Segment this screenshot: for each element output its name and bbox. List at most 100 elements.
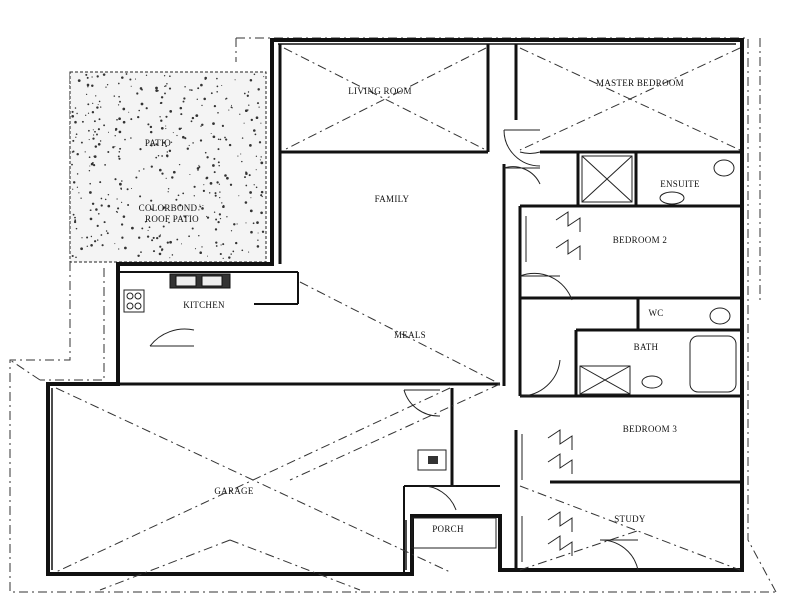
stipple-dot: [217, 161, 220, 164]
stipple-dot: [212, 164, 215, 167]
stipple-dot: [149, 125, 153, 129]
stipple-dot: [134, 78, 137, 80]
stipple-dot: [202, 204, 204, 207]
stipple-dot: [160, 126, 164, 130]
stipple-dot: [117, 155, 120, 158]
stipple-dot: [203, 184, 205, 186]
stipple-dot: [257, 88, 260, 91]
stipple-dot: [193, 195, 195, 197]
stipple-dot: [229, 183, 233, 186]
stipple-dot: [176, 238, 179, 241]
stipple-dot: [85, 93, 88, 96]
stipple-dot: [199, 251, 202, 254]
stipple-dot: [90, 162, 94, 166]
label-study: STUDY: [614, 514, 646, 524]
stipple-dot: [71, 110, 74, 113]
stipple-dot: [88, 139, 90, 141]
stipple-dot: [71, 151, 74, 153]
stipple-dot: [94, 130, 96, 133]
stipple-dot: [167, 191, 169, 193]
stipple-dot: [232, 250, 235, 253]
stipple-dot: [127, 204, 130, 206]
stipple-dot: [114, 145, 116, 148]
stipple-dot: [182, 100, 185, 103]
stipple-dot: [141, 88, 143, 91]
stipple-dot: [85, 114, 87, 116]
stipple-dot: [130, 187, 133, 190]
stipple-dot: [105, 230, 108, 232]
stipple-dot: [90, 244, 93, 247]
stipple-dot: [89, 191, 92, 194]
stipple-dot: [169, 110, 173, 113]
stipple-dot: [115, 210, 118, 213]
stipple-dot: [212, 135, 216, 139]
stipple-dot: [178, 127, 182, 131]
stipple-dot: [202, 189, 206, 193]
stipple-dot: [201, 123, 204, 127]
stipple-dot: [98, 118, 101, 121]
stipple-dot: [235, 241, 238, 245]
stipple-dot: [160, 119, 163, 122]
stipple-dot: [75, 133, 78, 136]
stipple-dot: [179, 204, 182, 207]
stipple-dot: [216, 77, 218, 80]
stipple-dot: [198, 166, 201, 168]
stipple-dot: [97, 142, 101, 146]
stipple-dot: [87, 112, 90, 114]
stipple-dot: [222, 257, 224, 259]
stipple-dot: [260, 122, 262, 124]
stipple-dot: [99, 181, 102, 184]
stipple-dot: [112, 146, 115, 149]
stipple-dot: [182, 135, 185, 139]
stipple-dot: [255, 169, 257, 171]
stipple-dot: [151, 208, 153, 211]
label-bath: BATH: [634, 342, 659, 352]
label-bedroom-3: BEDROOM 3: [623, 424, 678, 434]
stipple-dot: [239, 113, 241, 115]
stipple-dot: [140, 251, 142, 253]
stipple-dot: [86, 245, 89, 248]
stipple-dot: [255, 186, 258, 189]
stipple-dot: [92, 137, 95, 140]
stipple-dot: [135, 176, 138, 179]
stipple-dot: [208, 192, 211, 194]
stipple-dot: [186, 147, 189, 150]
stipple-dot: [143, 168, 145, 170]
stipple-dot: [107, 193, 110, 196]
stipple-dot: [248, 104, 250, 106]
stipple-dot: [217, 138, 220, 141]
stipple-dot: [100, 204, 103, 207]
stipple-dot: [191, 116, 195, 120]
stipple-dot: [169, 75, 171, 78]
stipple-dot: [81, 120, 84, 123]
label-master-bedroom: MASTER BEDROOM: [596, 78, 684, 88]
stipple-dot: [107, 204, 111, 208]
stipple-dot: [198, 164, 200, 166]
stipple-dot: [243, 92, 246, 95]
stipple-dot: [89, 217, 93, 221]
stipple-dot: [150, 199, 153, 202]
stipple-dot: [93, 164, 96, 167]
stipple-dot: [78, 192, 80, 194]
label-family: FAMILY: [375, 194, 410, 204]
stipple-dot: [226, 176, 229, 180]
stipple-dot: [206, 215, 208, 217]
stipple-dot: [100, 197, 103, 200]
stipple-dot: [72, 213, 75, 216]
internal-walls: [118, 44, 742, 574]
stipple-dot: [230, 253, 232, 255]
stipple-dot: [189, 89, 191, 91]
stipple-dot: [216, 91, 218, 93]
stipple-dot: [102, 73, 106, 76]
label-colorbond: COLORBOND: [139, 203, 198, 213]
stipple-dot: [254, 133, 257, 136]
stipple-dot: [125, 73, 128, 75]
stipple-dot: [222, 243, 225, 246]
label-roof-patio: ROOF PATIO: [145, 214, 199, 224]
stipple-dot: [172, 132, 174, 134]
stipple-dot: [184, 137, 187, 140]
stipple-dot: [253, 129, 256, 132]
stipple-dot: [200, 125, 202, 127]
stipple-dot: [121, 201, 123, 203]
